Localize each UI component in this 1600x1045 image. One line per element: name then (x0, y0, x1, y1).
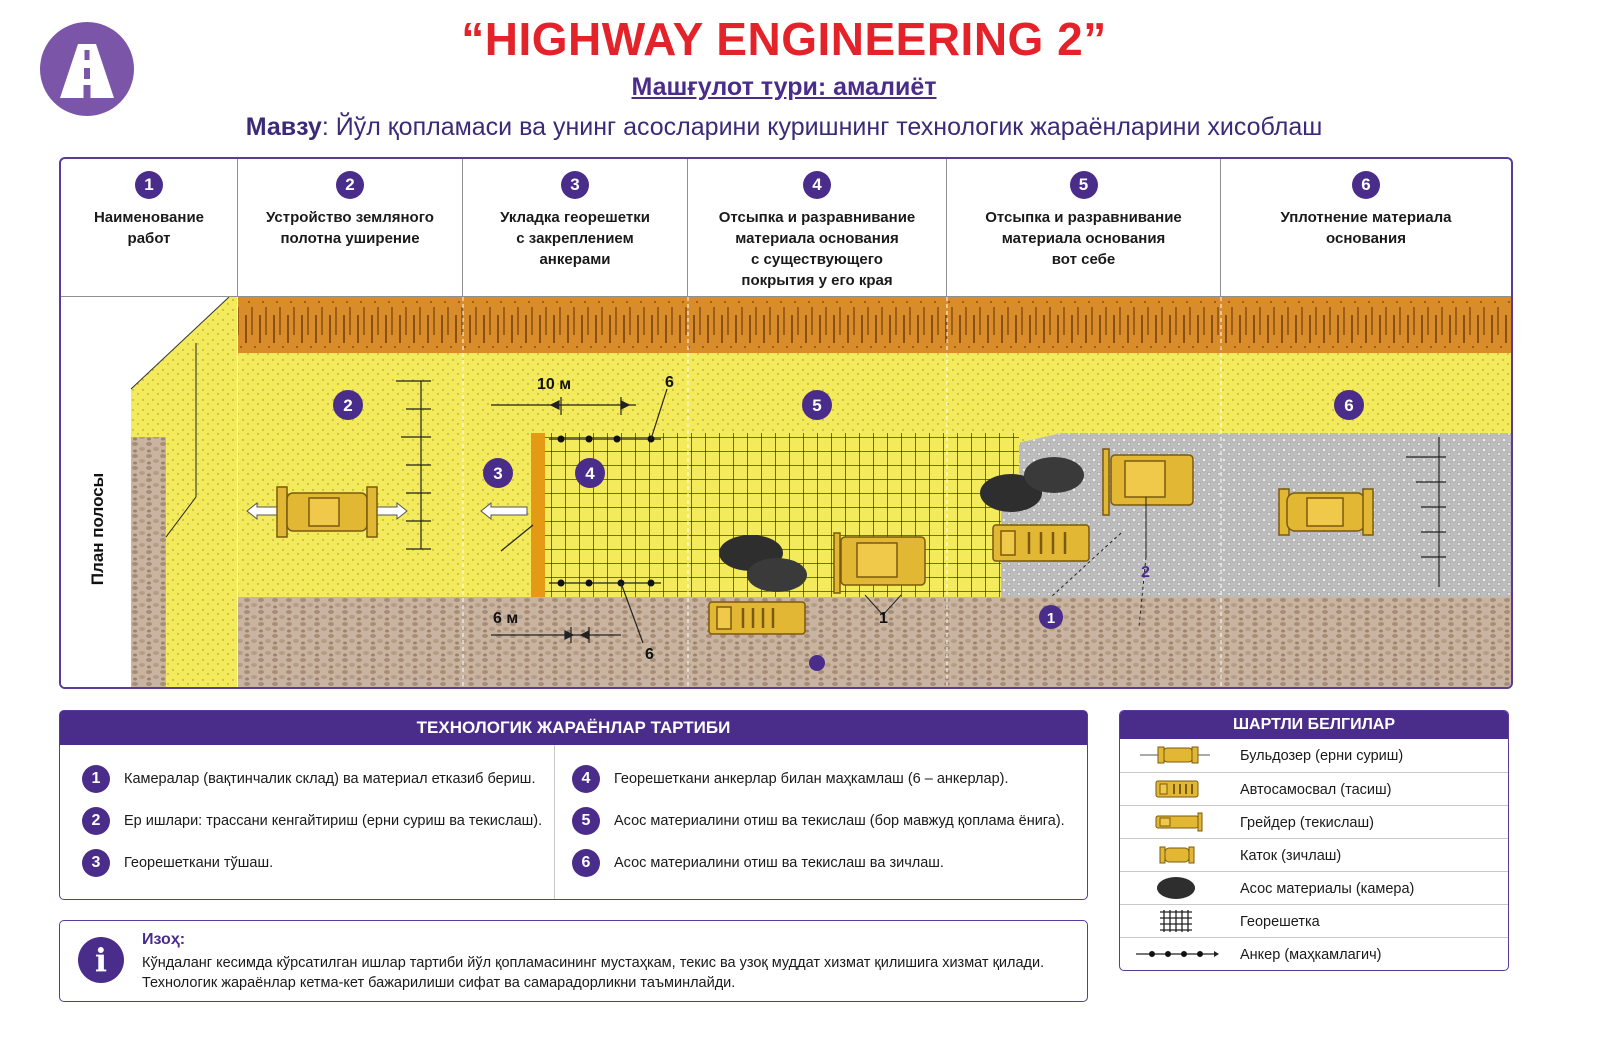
note-title: Изоҳ: (142, 931, 186, 948)
step-3-text: Георешеткани тўшаш. (124, 855, 274, 871)
road-plan-diagram: 10 м 6 м 6 6 (61, 297, 1511, 687)
svg-text:2: 2 (343, 396, 352, 415)
dim-10m-label: 10 м (537, 376, 571, 393)
page-subtitle: Машғулот тури: амалиёт (631, 73, 937, 101)
road-logo-icon (40, 22, 134, 116)
step-4-text: Георешеткани анкерлар билан маҳкамлаш (6… (614, 771, 1009, 787)
process-column-divider (554, 745, 555, 899)
grader-icon (833, 532, 926, 594)
callout-2-label: 2 (1141, 564, 1150, 581)
zone-marker-5: 5 (802, 390, 832, 420)
legend-row-anchor: Анкер (маҳкамлагич) (1120, 937, 1508, 970)
step-2-number: 2 (82, 807, 110, 835)
grader-icon (1155, 812, 1203, 832)
zone-marker-3: 3 (483, 458, 513, 488)
step-5-text: Асос материалини отиш ва текислаш (бор м… (614, 813, 1065, 829)
base-material-heaps (719, 457, 1084, 592)
header-label-3: Укладка георешетки с закреплением анкера… (500, 209, 650, 268)
zone-marker-6: 6 (1334, 390, 1364, 420)
header-num-6: 6 (1352, 171, 1380, 199)
header-label-6: Уплотнение материала основания (1280, 209, 1452, 247)
bulldozer-icon (276, 486, 378, 538)
header-label-2: Устройство земляного полотна уширение (266, 209, 434, 247)
side-label-plan-strip: План полосы (88, 473, 107, 585)
header-num-2: 2 (336, 171, 364, 199)
roller-icon (1159, 846, 1195, 864)
dim-6m-label: 6 м (493, 610, 518, 627)
roller-icon (1278, 488, 1374, 536)
svg-text:5: 5 (812, 396, 821, 415)
marker-1-zone5: 1 (1039, 605, 1063, 629)
header-divider (61, 296, 1511, 297)
svg-text:4: 4 (585, 464, 595, 483)
dump-truck-icon (708, 601, 806, 635)
step-2-text: Ер ишлари: трассани кенгайтириш (ерни су… (124, 813, 543, 829)
legend-row-geogrid: Георешетка (1120, 904, 1508, 938)
header-label-4: Отсыпка и разравнивание материала основа… (718, 209, 916, 289)
header-num-3: 3 (561, 171, 589, 199)
legend-row-base-material: Асос материалы (камера) (1120, 871, 1508, 905)
svg-text:3: 3 (493, 464, 502, 483)
step-5-number: 5 (572, 807, 600, 835)
legend-label-geogrid: Георешетка (1240, 914, 1320, 930)
step-4-number: 4 (572, 765, 600, 793)
callout-6-bottom: 6 (645, 646, 654, 663)
legend-label-base-material: Асос материалы (камера) (1240, 881, 1415, 897)
topic-line: Мавзу: Йўл қопламаси ва унинг асосларини… (0, 113, 1568, 142)
step-6-text: Асос материалини отиш ва текислаш ва зич… (614, 855, 944, 871)
dump-truck-icon (1155, 780, 1199, 798)
legend-label-roller: Каток (зичлаш) (1240, 848, 1342, 864)
header-num-5: 5 (1069, 171, 1098, 199)
topic-text: : Йўл қопламаси ва унинг асосларини кури… (321, 113, 1323, 141)
step-1-text: Камералар (вақтинчалик склад) ва материа… (124, 771, 536, 787)
legend-title: ШАРТЛИ БЕЛГИЛАР (1120, 711, 1508, 739)
header-label-5: Отсыпка и разравнивание материала основа… (985, 209, 1182, 268)
anchor-row-top (549, 435, 661, 443)
process-steps-box: ТЕХНОЛОГИК ЖАРАЁНЛАР ТАРТИБИ 1 Камералар … (59, 710, 1088, 900)
geogrid-icon (1160, 910, 1192, 932)
marker-1-zone4 (809, 655, 825, 671)
legend-label-anchor: Анкер (маҳкамлагич) (1240, 947, 1382, 963)
dump-truck-zone5-icon (992, 524, 1090, 562)
topic-label: Мавзу (245, 113, 322, 141)
legend-row-bulldozer: Бульдозер (ерни суриш) (1120, 739, 1508, 772)
legend-label-grader: Грейдер (текислаш) (1240, 815, 1374, 831)
anchor-row-bottom (549, 579, 661, 587)
note-box: i Изоҳ: Кўндаланг кесимда кўрсатилган иш… (59, 920, 1088, 1002)
base-material-icon (1157, 877, 1195, 899)
legend-label-bulldozer: Бульдозер (ерни суриш) (1240, 748, 1404, 764)
legend-row-roller: Каток (зичлаш) (1120, 838, 1508, 872)
callout-6-top: 6 (665, 374, 674, 391)
process-title: ТЕХНОЛОГИК ЖАРАЁНЛАР ТАРТИБИ (60, 711, 1087, 745)
callout-1-label: 1 (879, 610, 888, 627)
step-3-number: 3 (82, 849, 110, 877)
legend-row-dump-truck: Автосамосвал (тасиш) (1120, 772, 1508, 806)
step-1-number: 1 (82, 765, 110, 793)
header-num-4: 4 (803, 171, 831, 199)
legend-row-grader: Грейдер (текислаш) (1120, 805, 1508, 839)
header-num-1: 1 (135, 171, 163, 199)
page-title: “HIGHWAY ENGINEERING 2” (461, 13, 1107, 65)
zone-marker-2: 2 (333, 390, 363, 420)
legend-box: ШАРТЛИ БЕЛГИЛАР Бульдозер (ерни суриш) А… (1119, 710, 1509, 971)
header-label-1: Наименование работ (93, 209, 205, 247)
step-6-number: 6 (572, 849, 600, 877)
bulldozer-icon (1140, 746, 1210, 764)
info-icon: i (78, 937, 124, 983)
anchor-icon (1136, 951, 1219, 957)
svg-text:1: 1 (1047, 610, 1055, 627)
svg-text:6: 6 (1344, 396, 1353, 415)
zone-marker-4: 4 (575, 458, 605, 488)
legend-label-dump-truck: Автосамосвал (тасиш) (1240, 782, 1392, 798)
note-text: Кўндаланг кесимда кўрсатилган ишлар тарт… (142, 955, 1045, 991)
grader-zone5-icon (1102, 448, 1194, 516)
